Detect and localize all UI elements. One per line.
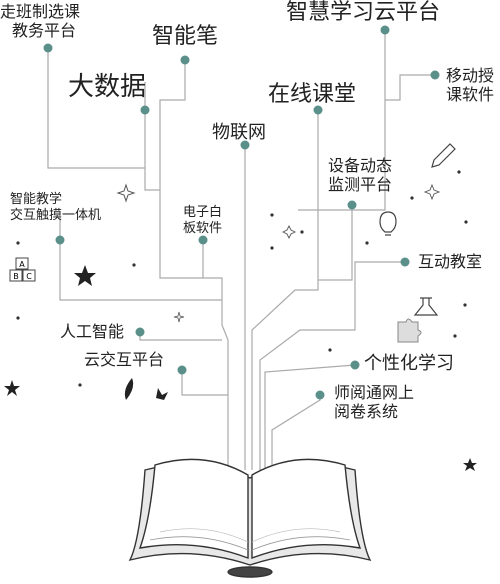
label-yidong: 移动授 课软件 [446,66,495,105]
flask-icon [413,297,439,316]
leaf-icon [156,388,168,400]
label-dashuju: 大数据 [68,72,147,102]
label-yuejuan: 师阅通网上 阅卷系统 [334,383,415,422]
label-zhihui: 智慧学习云平台 [286,0,441,25]
decorations: A B C [4,143,477,471]
label-yunjiaohu: 云交互平台 [84,350,165,369]
node-dots [43,25,440,400]
star-icon [463,458,477,471]
label-zaixian: 在线课堂 [268,82,357,107]
abc-blocks-icon [9,257,36,282]
abc-block-b: B [13,272,19,281]
pencil-icon [431,143,456,168]
label-gexinghua: 个性化学习 [364,353,454,374]
sparkle-icon [116,183,136,203]
label-rengong: 人工智能 [60,322,125,341]
label-chuping: 智能教学 交互触摸一体机 [10,192,102,223]
label-wulianwang: 物联网 [212,122,266,143]
abc-block-a: A [19,260,25,269]
label-shebei: 设备动态 监测平台 [328,156,393,195]
label-zhinengbi: 智能笔 [152,24,219,49]
star-icon [74,265,96,286]
leaf-icon [124,378,134,400]
open-book-illustration [128,458,372,578]
abc-block-c: C [26,272,32,281]
tree-branches [47,30,435,470]
label-dianzibai: 电子白 板软件 [183,205,223,236]
label-zoubanzhi: 走班制选课 教务平台 [0,2,81,41]
lightbulb-icon [379,211,397,236]
star-icon [4,380,20,396]
label-hudong: 互动教室 [418,252,483,271]
puzzle-icon [397,318,422,343]
